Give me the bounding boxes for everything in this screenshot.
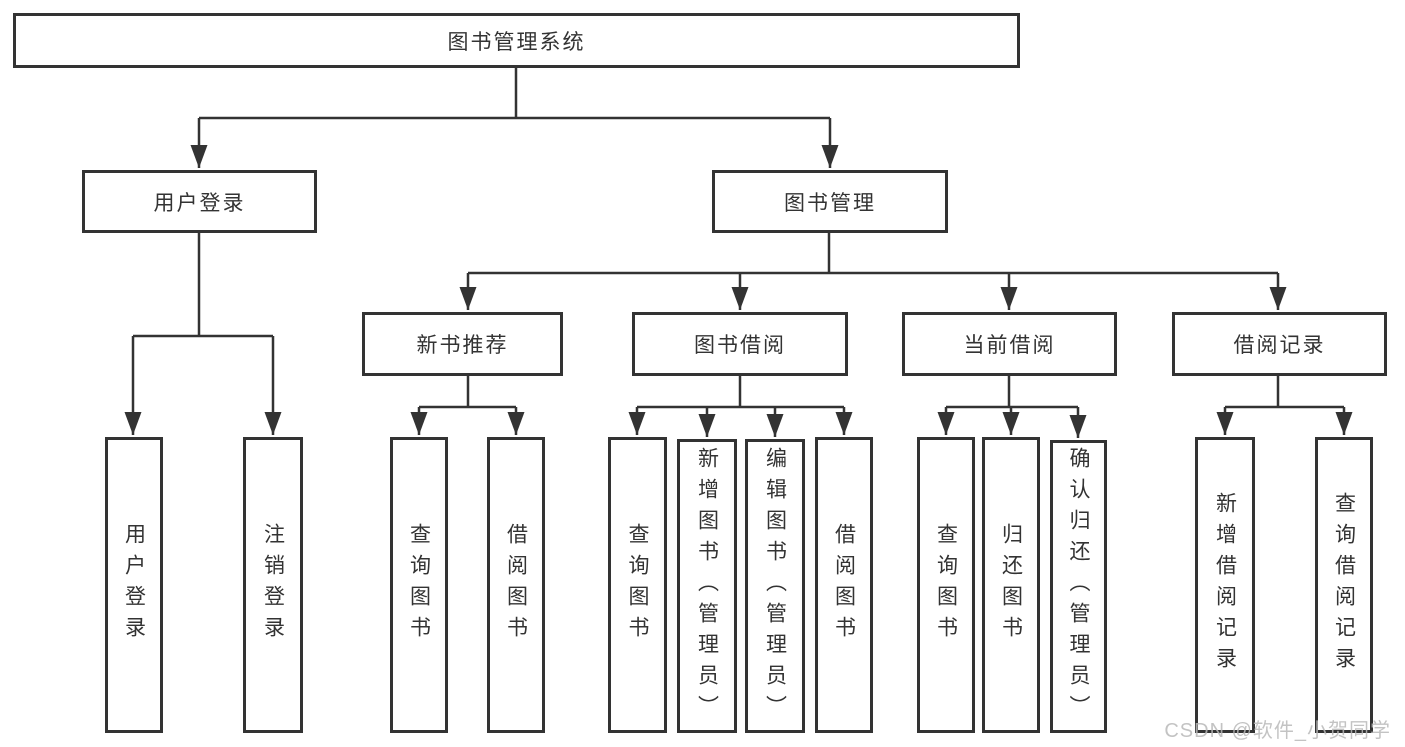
node-new-book-recommend: 新书推荐 — [362, 312, 563, 376]
watermark: CSDN @软件_小贺同学 — [1164, 720, 1391, 742]
leaf-query-borrow-record: 查询借阅记录 — [1315, 437, 1373, 733]
leaf-borrow-books-recommend: 借阅图书 — [487, 437, 545, 733]
node-current-borrow: 当前借阅 — [902, 312, 1117, 376]
leaf-user-login: 用户登录 — [105, 437, 163, 733]
node-book-borrow: 图书借阅 — [632, 312, 848, 376]
leaf-edit-book-admin: 编辑图书（管理员） — [745, 439, 805, 733]
leaf-query-books-borrow: 查询图书 — [608, 437, 667, 733]
node-user-login: 用户登录 — [82, 170, 317, 233]
leaf-add-book-admin: 新增图书（管理员） — [677, 439, 737, 733]
leaf-borrow-books: 借阅图书 — [815, 437, 873, 733]
node-borrow-records: 借阅记录 — [1172, 312, 1387, 376]
leaf-confirm-return-admin: 确认归还（管理员） — [1050, 440, 1107, 733]
leaf-add-borrow-record: 新增借阅记录 — [1195, 437, 1255, 733]
node-library-management-system: 图书管理系统 — [13, 13, 1020, 68]
leaf-return-book: 归还图书 — [982, 437, 1040, 733]
node-book-management: 图书管理 — [712, 170, 948, 233]
leaf-logout: 注销登录 — [243, 437, 303, 733]
leaf-query-books-recommend: 查询图书 — [390, 437, 448, 733]
leaf-query-books-current: 查询图书 — [917, 437, 975, 733]
